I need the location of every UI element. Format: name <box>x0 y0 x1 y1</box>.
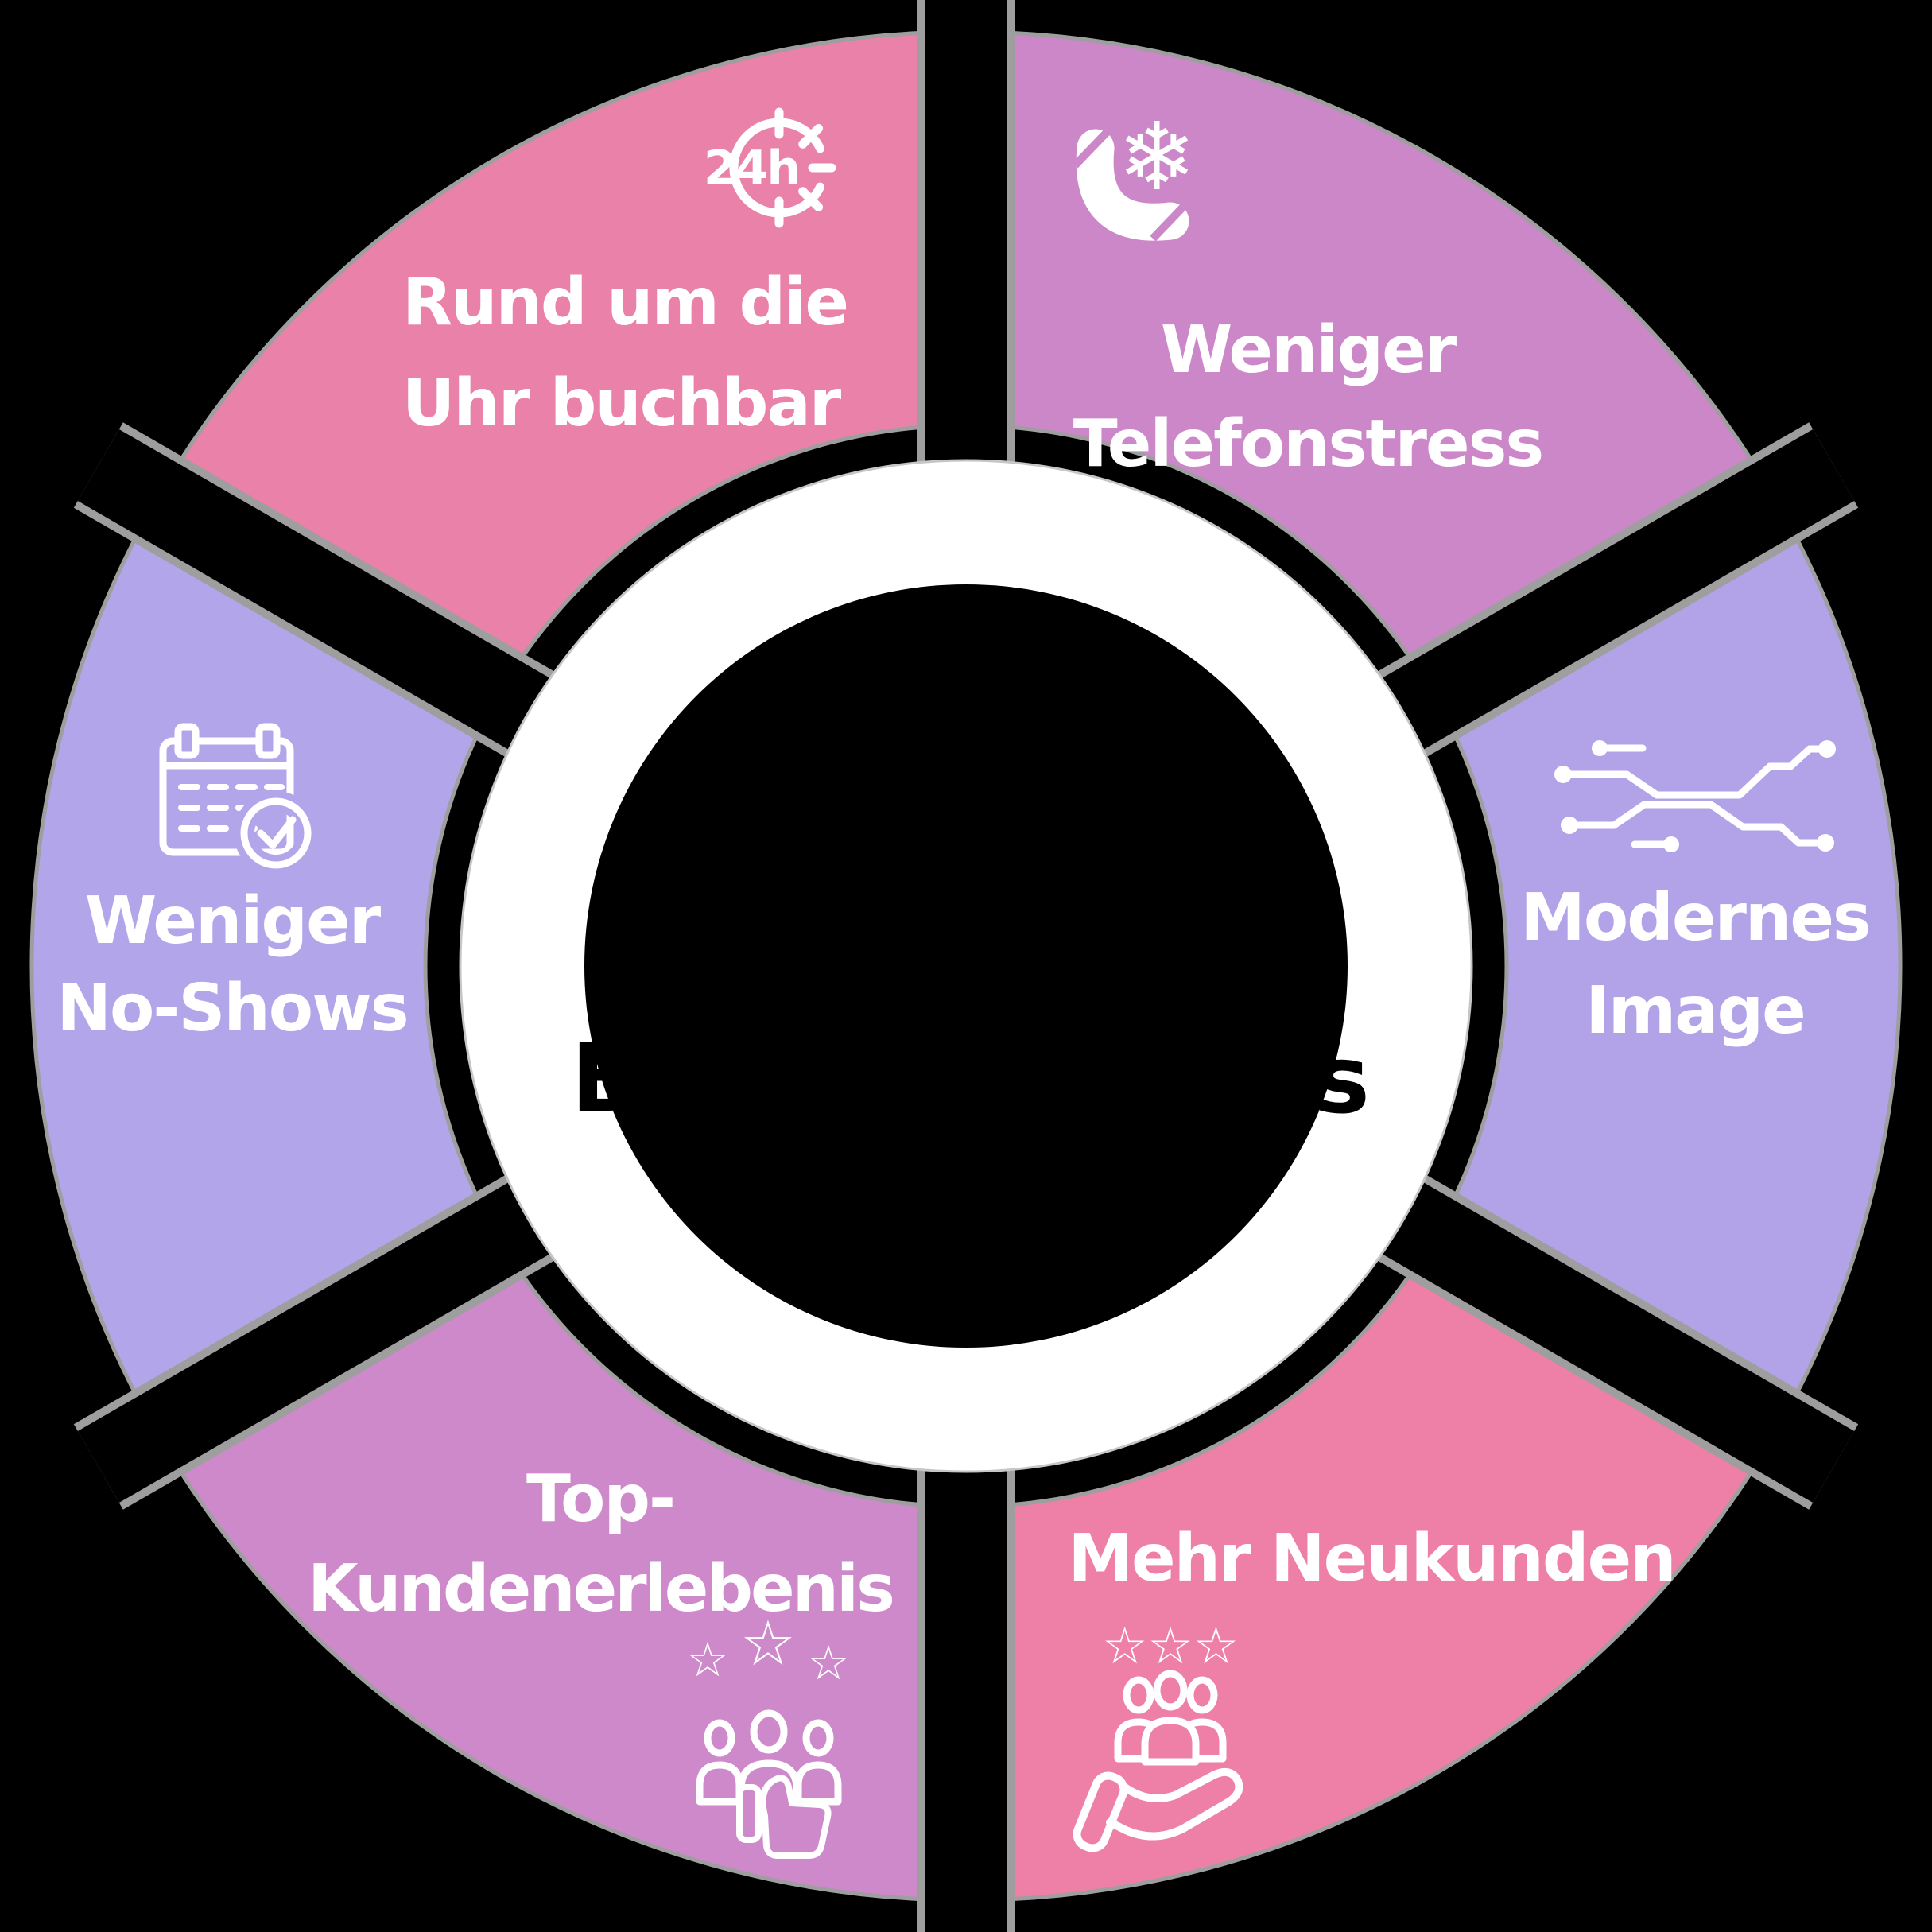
stars-row-icon: ☆☆☆ <box>1102 1617 1239 1676</box>
24h-clock-icon: 24h <box>704 107 836 228</box>
segment-wedge-rund-um-die-uhr <box>153 29 968 699</box>
phone-snowflake-icon: ❄ <box>1072 102 1197 242</box>
segment-label: Rund um die <box>402 265 848 340</box>
checkmark-icon <box>257 816 297 849</box>
star-icon: ☆ <box>686 1632 729 1688</box>
thumbs-up-icon <box>736 1775 832 1859</box>
phone-handset-icon <box>1076 129 1189 241</box>
segment-wedge-weniger-telefonstress <box>964 29 1779 699</box>
star-icon: ☆ <box>807 1635 850 1691</box>
segment-label: Modernes <box>1520 880 1869 956</box>
circuit-icon <box>1554 740 1836 852</box>
segment-label: Telefonstress <box>1073 406 1542 482</box>
center-hole <box>584 584 1348 1348</box>
segment-label: Top- <box>526 1461 674 1537</box>
segment-label: Uhr buchbar <box>402 366 842 441</box>
segment-label: No-Shows <box>56 971 407 1046</box>
segment-label: Kundenerlebenis <box>308 1551 893 1627</box>
segment-wedge-modernes-image <box>1431 496 1903 1436</box>
customer-group-icon <box>1114 1670 1227 1766</box>
snowflake-icon: ❄ <box>1118 102 1197 211</box>
open-hand-icon <box>1073 1767 1243 1852</box>
24h-label: 24h <box>704 141 799 196</box>
segment-wedges <box>29 29 1903 1903</box>
segment-wedge-weniger-no-shows <box>29 496 501 1436</box>
calendar-check-icon <box>159 723 318 875</box>
segment-label: Image <box>1585 973 1805 1049</box>
segment-label: Weniger <box>85 883 382 959</box>
handset-notch <box>1150 196 1194 242</box>
segment-label: Weniger <box>1161 312 1457 388</box>
star-icon: ☆ <box>740 1608 796 1680</box>
segment-labels: Rund um die Uhr buchbar Weniger Telefons… <box>56 265 1871 1627</box>
segment-label: Mehr Neukunden <box>1068 1521 1674 1596</box>
handset-notch <box>1072 121 1118 169</box>
people-thumbs-up-icon: ☆ ☆ ☆ <box>686 1608 850 1859</box>
customers-in-hand-icon: ☆☆☆ <box>1073 1617 1243 1852</box>
